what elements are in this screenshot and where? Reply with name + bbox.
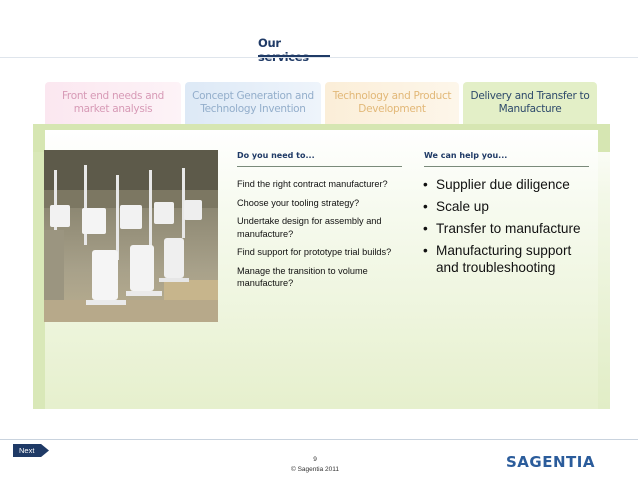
next-label: Next [19,446,35,455]
manufacturing-photo [44,150,218,322]
help-list: Supplier due diligence Scale up Transfer… [422,176,597,281]
sagentia-logo: SAGENTIA [506,453,595,471]
needs-divider [237,166,402,167]
tab-front-end-needs[interactable]: Front end needs and market analysis [45,82,181,124]
needs-header: Do you need to... [237,151,315,160]
tab-label: Technology and Product Development [332,90,452,115]
tab-concept-generation[interactable]: Concept Generation and Technology Invent… [185,82,321,124]
footer-divider [0,439,638,440]
list-item: Undertake design for assembly and manufa… [237,216,382,239]
list-item: Scale up [422,198,597,215]
list-item: Manufacturing support and troubleshootin… [422,242,597,276]
help-header: We can help you... [424,151,508,160]
list-item: Choose your tooling strategy? [237,197,360,208]
title-underline [258,55,330,58]
tab-label: Front end needs and market analysis [61,90,165,115]
list-item: Find support for prototype trial builds? [237,247,392,257]
panel-border-left [33,124,45,409]
copyright: © Sagentia 2011 [290,466,340,473]
page-title: Our services [258,36,309,64]
list-item: Supplier due diligence [422,176,597,193]
help-divider [424,166,589,167]
page-number: 9 [313,456,317,463]
tab-technology-development[interactable]: Technology and Product Development [325,82,459,124]
tab-label: Delivery and Transfer to Manufacture [470,90,590,115]
tab-delivery-transfer[interactable]: Delivery and Transfer to Manufacture [463,82,597,124]
list-item: Transfer to manufacture [422,220,597,237]
tab-label: Concept Generation and Technology Invent… [192,90,314,115]
list-item: Manage the transition to volume manufact… [237,265,368,289]
next-button[interactable]: Next [13,444,49,457]
needs-list: Find the right contract manufacturer? Ch… [237,178,402,296]
list-item: Find the right contract manufacturer? [237,179,388,189]
header-divider [0,57,638,58]
